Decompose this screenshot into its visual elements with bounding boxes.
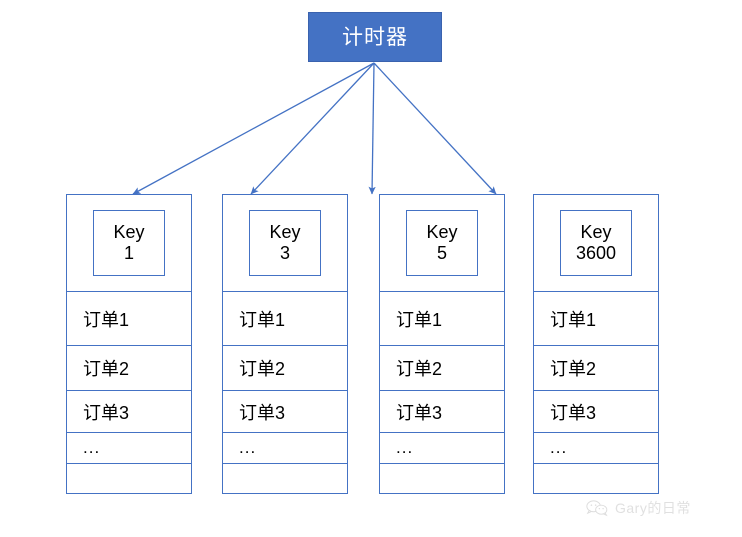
key-label: Key <box>269 221 301 242</box>
arrow-to-key-3 <box>250 62 375 195</box>
timer-node-label: 计时器 <box>342 25 408 49</box>
watermark-text: Gary的日常 <box>615 500 691 516</box>
wechat-speech-bubble-icon <box>586 500 608 517</box>
watermark: Gary的日常 <box>586 498 691 518</box>
order-cell: 订单2 <box>379 345 505 390</box>
timer-node[interactable]: 计时器 <box>308 12 442 62</box>
order-cell-empty <box>66 463 192 494</box>
key-label: Key <box>580 221 612 242</box>
order-cell-empty <box>222 463 348 494</box>
key-number: 1 <box>123 243 134 263</box>
key-label: Key <box>113 221 145 242</box>
order-cell: 订单3 <box>533 390 659 432</box>
order-cell: 订单1 <box>66 291 192 345</box>
arrow-to-key-5 <box>368 62 376 195</box>
order-cell: 订单1 <box>533 291 659 345</box>
order-cell: 订单3 <box>222 390 348 432</box>
order-cell: 订单2 <box>533 345 659 390</box>
arrow-to-key-3600 <box>373 62 497 195</box>
order-cell: 订单1 <box>379 291 505 345</box>
key-number: 3 <box>279 243 290 263</box>
order-cell: ... <box>379 432 505 463</box>
arrow-to-key-1 <box>132 62 375 195</box>
order-cell: 订单3 <box>66 390 192 432</box>
order-cell: ... <box>66 432 192 463</box>
order-cell: 订单2 <box>222 345 348 390</box>
order-cell: 订单2 <box>66 345 192 390</box>
order-cell: ... <box>533 432 659 463</box>
order-cell: 订单3 <box>379 390 505 432</box>
order-cell: 订单1 <box>222 291 348 345</box>
order-cell-empty <box>533 463 659 494</box>
key-number: 5 <box>436 243 447 263</box>
key-label: Key <box>426 221 458 242</box>
order-cell: ... <box>222 432 348 463</box>
order-cell-empty <box>379 463 505 494</box>
key-number: 3600 <box>575 243 617 263</box>
